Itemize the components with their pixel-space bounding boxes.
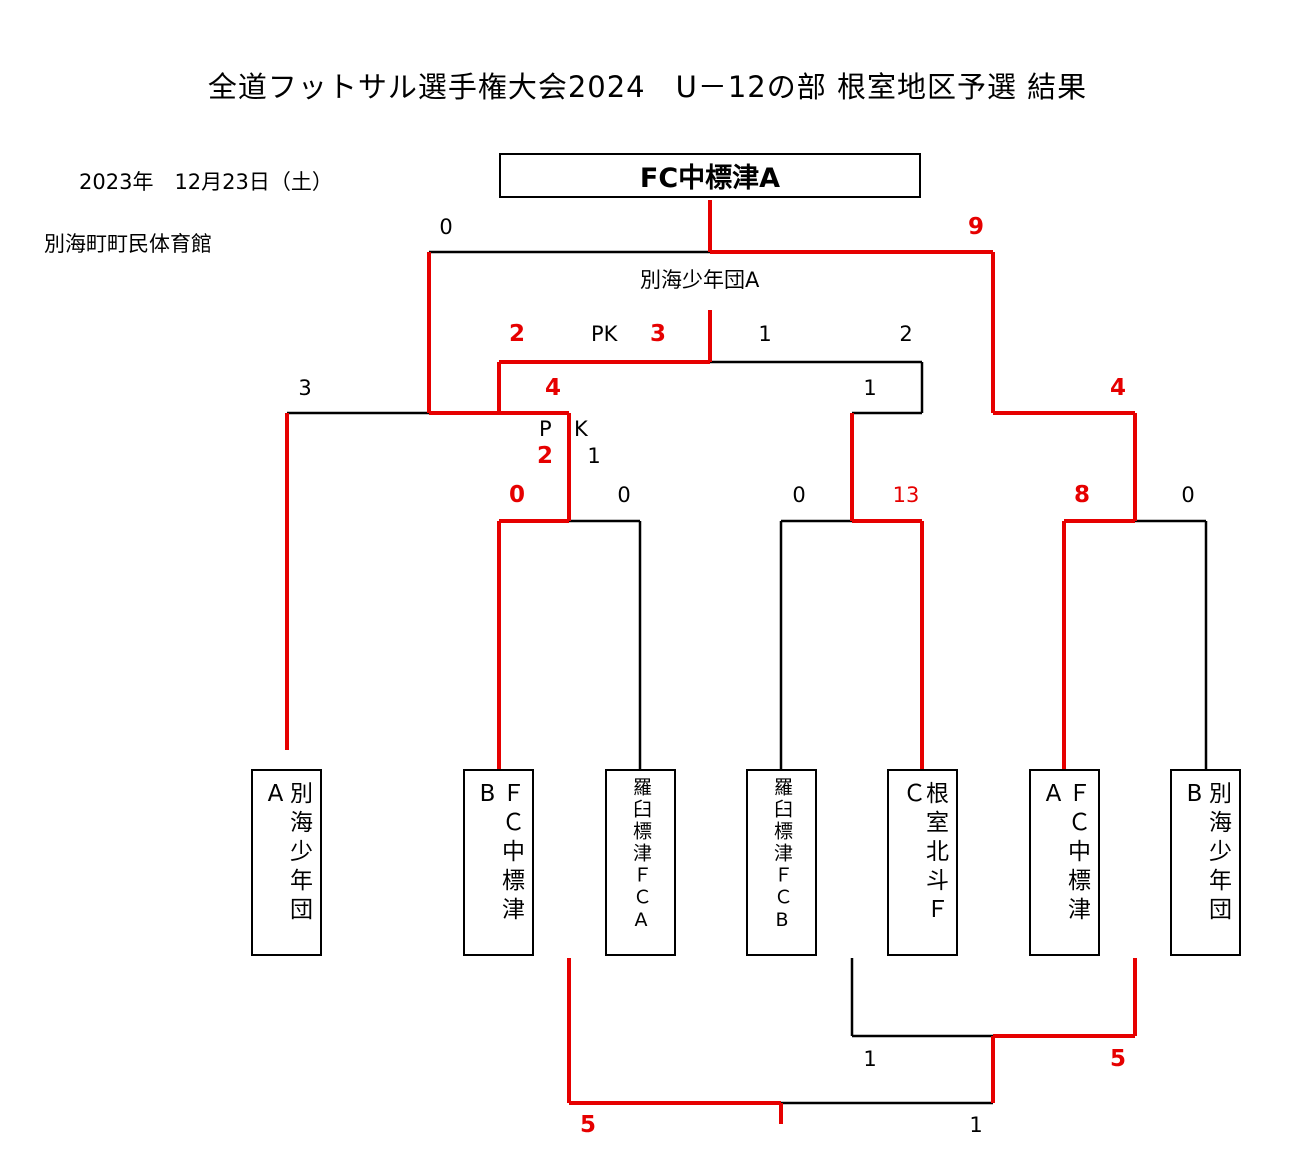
- score-r1c-right: 0: [1181, 483, 1195, 507]
- score-semi-right-b: 2: [899, 322, 913, 346]
- score-qf1-left: 3: [298, 376, 312, 400]
- pk-label-semi: PK: [591, 322, 618, 346]
- score-r1b-left: 0: [792, 483, 806, 507]
- champion-name: FC中標津A: [639, 163, 781, 194]
- team-box-3: 羅臼標津ＦＣA: [605, 769, 676, 956]
- score-qf2-left: 1: [863, 376, 877, 400]
- team-name: 別海少年団A: [262, 781, 312, 926]
- score-r1b-right: 13: [892, 483, 920, 507]
- score-low-right-a: 1: [863, 1047, 877, 1071]
- score-semi-right-a: 1: [758, 322, 772, 346]
- score-qf1-pk-left: 2: [536, 443, 554, 469]
- pk-label-p: P: [539, 417, 552, 441]
- team-box-6: ＦＣ中標津A: [1029, 769, 1100, 956]
- team-name: 羅臼標津ＦＣA: [630, 777, 652, 934]
- team-box-4: 羅臼標津ＦＣB: [746, 769, 817, 956]
- page-title: 全道フットサル選手権大会2024 U－12の部 根室地区予選 結果: [207, 70, 1088, 104]
- team-box-2: ＦＣ中標津B: [463, 769, 534, 956]
- score-qf1-right: 4: [544, 375, 562, 401]
- team-box-1: 別海少年団A: [251, 769, 322, 956]
- pk-label-k: K: [574, 417, 588, 441]
- score-low-right-b: 5: [1109, 1046, 1127, 1072]
- match-date: 2023年 12月23日（土）: [79, 170, 333, 194]
- score-low-bottom-b: 1: [969, 1113, 983, 1137]
- final-left-label: 別海少年団A: [640, 268, 760, 292]
- team-name: 根室北斗ＦＣ: [898, 781, 948, 926]
- team-name: ＦＣ中標津A: [1040, 781, 1090, 926]
- score-final-left: 0: [439, 215, 453, 239]
- team-name: ＦＣ中標津B: [474, 781, 524, 926]
- score-low-bottom-a: 5: [579, 1112, 597, 1138]
- score-semi-left-b: 3: [649, 321, 667, 347]
- score-qf1-pk-right: 1: [587, 444, 601, 468]
- team-name: 別海少年団B: [1181, 781, 1231, 926]
- team-name: 羅臼標津ＦＣB: [771, 777, 793, 934]
- score-r1a-left: 0: [508, 482, 526, 508]
- score-final-right: 9: [967, 214, 985, 240]
- champion-box: FC中標津A: [499, 153, 921, 198]
- score-semi-left-a: 2: [508, 321, 526, 347]
- team-box-5: 根室北斗ＦＣ: [887, 769, 958, 956]
- score-r1a-right: 0: [617, 483, 631, 507]
- score-qf2-right: 4: [1109, 375, 1127, 401]
- venue: 別海町町民体育館: [44, 232, 212, 256]
- team-box-7: 別海少年団B: [1170, 769, 1241, 956]
- score-r1c-left: 8: [1073, 482, 1091, 508]
